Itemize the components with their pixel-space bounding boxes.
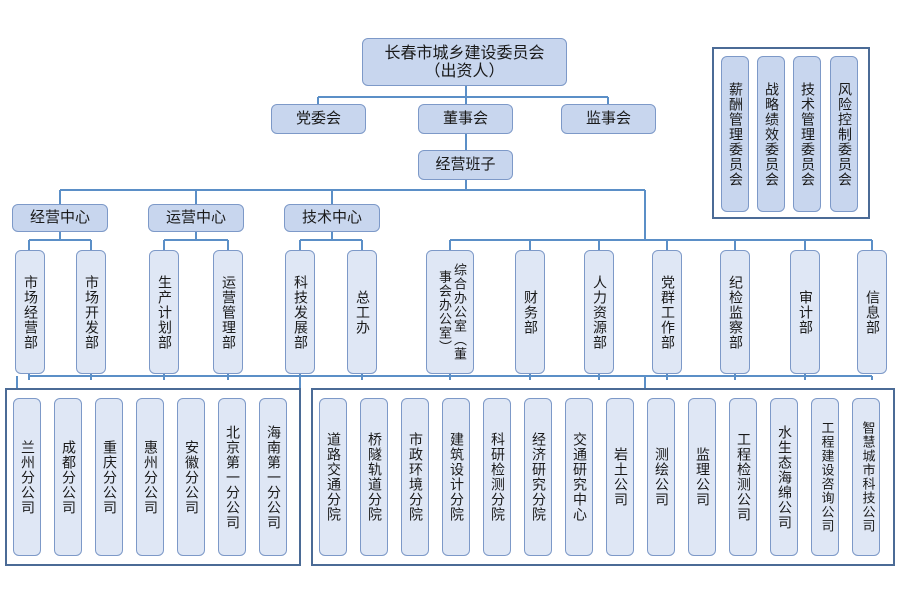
dept-information: 信息部	[857, 250, 887, 374]
sub-architectural-design: 建筑设计分院	[442, 398, 470, 556]
dept-human-resources: 人力资源部	[584, 250, 614, 374]
board-of-supervisors: 监事会	[561, 104, 656, 134]
dept-finance: 财务部	[515, 250, 545, 374]
sub-engineering-testing: 工程检测公司	[729, 398, 757, 556]
dept-production-planning: 生产计划部	[149, 250, 179, 374]
branch-lanzhou: 兰州分公司	[13, 398, 41, 556]
subsidiaries-frame	[311, 388, 895, 566]
board-of-directors: 董事会	[418, 104, 513, 134]
sub-construction-consulting: 工程建设咨询公司	[811, 398, 839, 556]
center-technology: 技术中心	[284, 204, 380, 232]
center-business: 经营中心	[12, 204, 108, 232]
committee-technical: 技术管理委员会	[793, 56, 821, 212]
sub-surveying: 测绘公司	[647, 398, 675, 556]
management-team: 经营班子	[418, 150, 513, 180]
root-node: 长春市城乡建设委员会 （出资人）	[362, 38, 567, 86]
dept-market-business: 市场经营部	[15, 250, 45, 374]
sub-municipal-environment: 市政环境分院	[401, 398, 429, 556]
dept-operation-management: 运营管理部	[213, 250, 243, 374]
sub-smart-city-tech: 智慧城市科技公司	[852, 398, 880, 556]
dept-general-office: 综合办公室（董事会办公室）	[426, 250, 474, 374]
committee-compensation: 薪酬管理委员会	[721, 56, 749, 212]
dept-chief-engineer: 总工办	[347, 250, 377, 374]
branch-anhui: 安徽分公司	[177, 398, 205, 556]
sub-economic-research: 经济研究分院	[524, 398, 552, 556]
committee-risk: 风险控制委员会	[830, 56, 858, 212]
dept-discipline-inspection: 纪检监察部	[720, 250, 750, 374]
sub-bridge-tunnel-rail: 桥隧轨道分院	[360, 398, 388, 556]
branch-chengdu: 成都分公司	[54, 398, 82, 556]
sub-road-traffic: 道路交通分院	[319, 398, 347, 556]
branch-huizhou: 惠州分公司	[136, 398, 164, 556]
sub-research-testing: 科研检测分院	[483, 398, 511, 556]
dept-market-development: 市场开发部	[76, 250, 106, 374]
root-subtitle: （出资人）	[424, 61, 505, 80]
branch-beijing-1: 北京第一分公司	[218, 398, 246, 556]
sub-traffic-research-center: 交通研究中心	[565, 398, 593, 556]
branch-chongqing: 重庆分公司	[95, 398, 123, 556]
dept-audit: 审计部	[790, 250, 820, 374]
dept-tech-development: 科技发展部	[285, 250, 315, 374]
committee-strategy: 战略绩效委员会	[757, 56, 785, 212]
sub-water-ecology-sponge: 水生态海绵公司	[770, 398, 798, 556]
center-operation: 运营中心	[148, 204, 244, 232]
dept-party-affairs: 党群工作部	[652, 250, 682, 374]
sub-supervision: 监理公司	[688, 398, 716, 556]
root-title: 长春市城乡建设委员会	[384, 42, 545, 62]
party-committee: 党委会	[271, 104, 366, 134]
sub-geotechnical: 岩土公司	[606, 398, 634, 556]
branch-hainan-1: 海南第一分公司	[259, 398, 287, 556]
